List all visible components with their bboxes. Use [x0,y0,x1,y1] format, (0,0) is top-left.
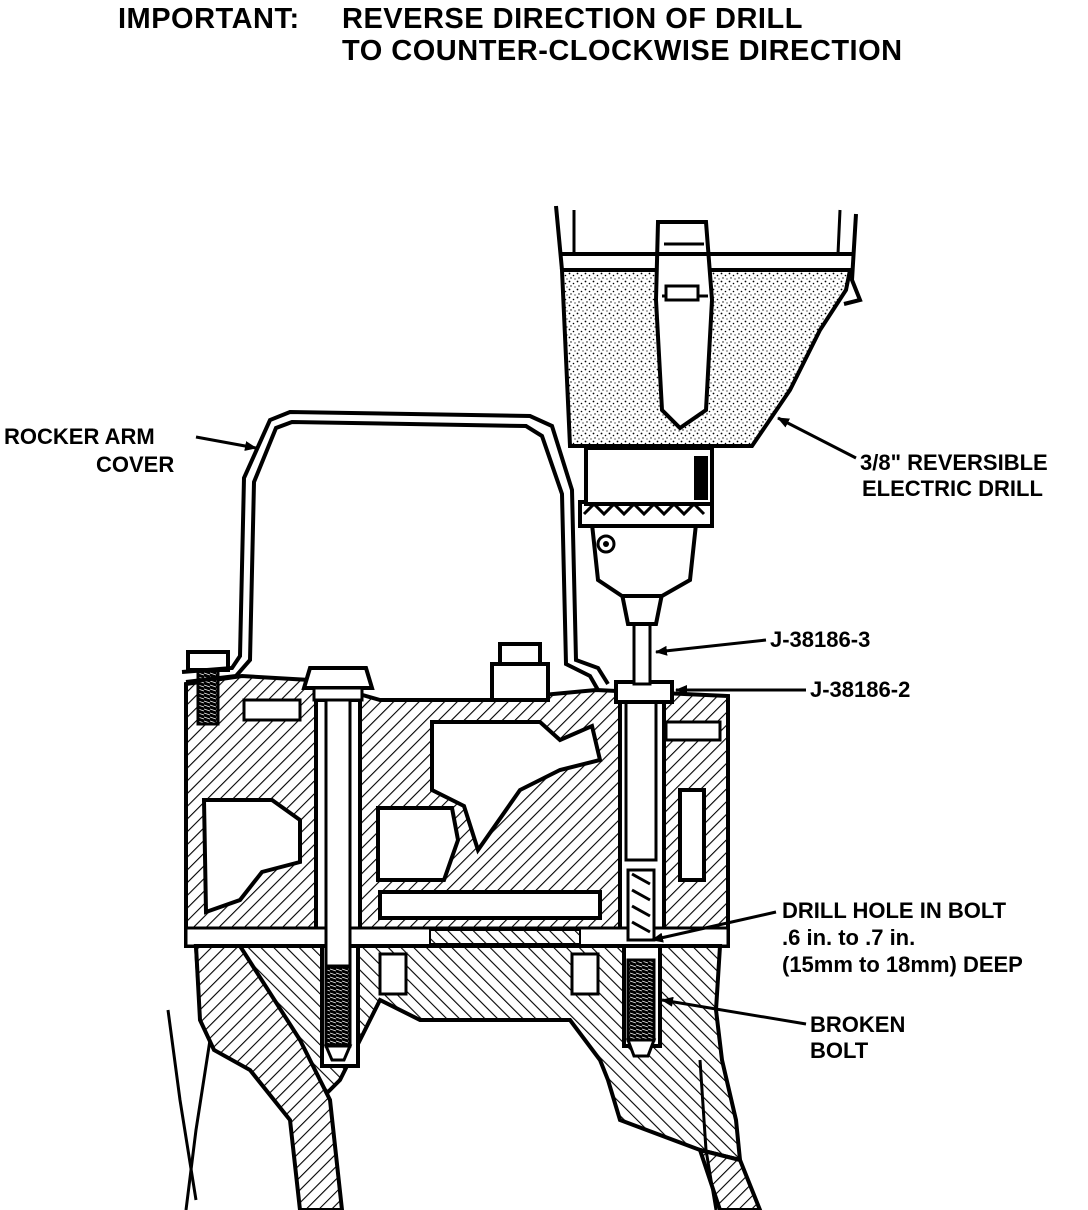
callout-broken-bolt-line2: BOLT [810,1038,869,1063]
leader-lines [195,416,857,1026]
rocker-arm-cover [181,409,610,691]
important-label: IMPORTANT: [118,3,300,35]
callout-drill-hole-line3: (15mm to 18mm) DEEP [782,952,1023,977]
leader-drill-hole [651,910,777,943]
callout-rocker-arm-cover-line1: ROCKER ARM [4,424,155,449]
leader-electric-drill [777,416,857,460]
leader-tool-drill-bit [655,638,767,656]
callout-rocker-arm-cover-line2: COVER [96,452,175,477]
engine-block [166,944,763,1210]
callout-tool-guide: J-38186-2 [810,677,911,702]
callout-electric-drill-line2: ELECTRIC DRILL [862,476,1043,501]
leader-broken-bolt [661,996,807,1026]
leader-rocker-arm-cover [195,435,257,451]
instruction-line-2: TO COUNTER-CLOCKWISE DIRECTION [342,35,903,67]
center-stud-nut [490,642,550,702]
callout-drill-hole-line1: DRILL HOLE IN BOLT [782,898,1007,923]
instruction-line-1: REVERSE DIRECTION OF DRILL [342,3,803,35]
electric-drill [554,205,863,598]
cover-bolt [186,650,230,726]
drill-bit [619,592,665,686]
callout-drill-hole-line2: .6 in. to .7 in. [782,925,916,950]
left-head-bolt [301,666,375,1062]
callout-broken-bolt-line1: BROKEN [810,1012,906,1037]
callout-electric-drill-line1: 3/8" REVERSIBLE [860,450,1048,475]
broken-bolt [624,698,658,1058]
callout-tool-drill-bit: J-38186-3 [770,627,871,652]
